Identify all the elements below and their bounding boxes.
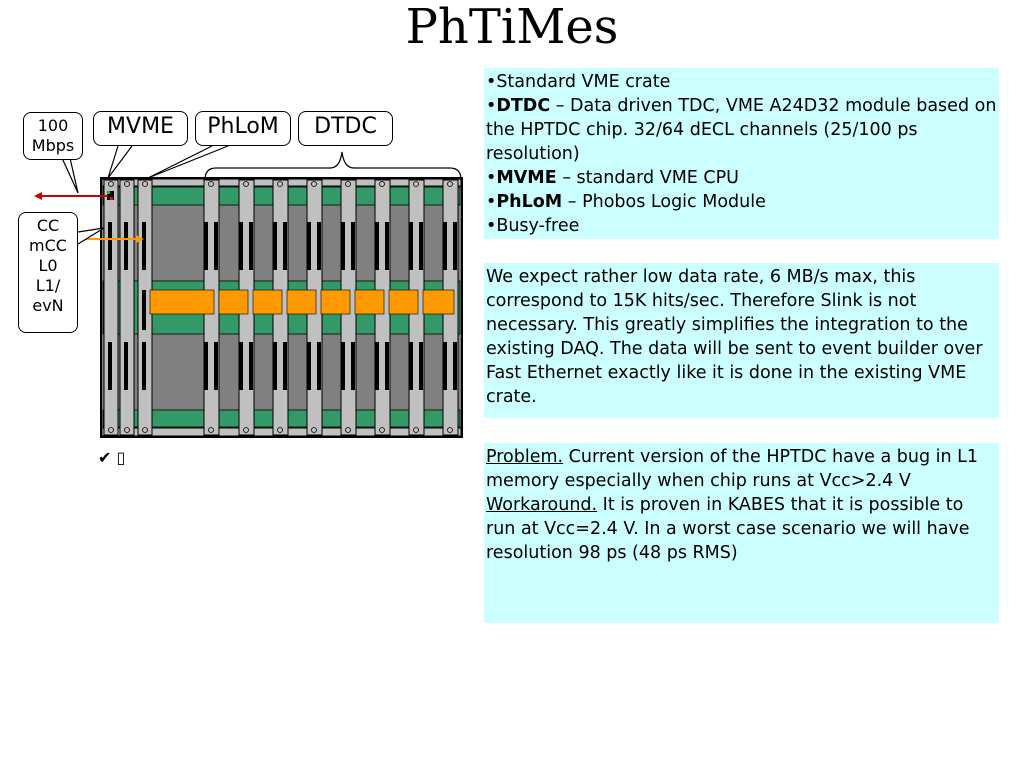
dtdc-description: – Data driven TDC, VME A24D32 module bas…: [486, 96, 997, 164]
signal-cc: CC: [36, 216, 60, 235]
bullet: •: [486, 192, 497, 212]
trigger-arrow: [78, 235, 144, 243]
mvme-label: MVME: [93, 111, 188, 146]
callout-pointers: [61, 145, 229, 245]
placeholder-box-icon: ▯: [116, 448, 126, 467]
network-speed-label: 100 Mbps: [23, 112, 83, 160]
dtdc-brace: [204, 151, 462, 181]
phlom-board: [137, 179, 153, 436]
data-rate-box: We expect rather low data rate, 6 MB/s m…: [484, 263, 999, 418]
bullet: •: [486, 96, 497, 116]
dtdc-term: DTDC: [496, 96, 551, 116]
checkmark-icon: ✔: [98, 448, 112, 467]
data-rate-text: We expect rather low data rate, 6 MB/s m…: [486, 267, 983, 407]
feature-vme-crate: •Standard VME crate: [486, 72, 671, 92]
network-speed-value: 100: [37, 116, 69, 135]
feature-dtdc: •DTDC – Data driven TDC, VME A24D32 modu…: [486, 94, 997, 166]
mvme-label-text: MVME: [107, 114, 174, 139]
ethernet-arrow: [34, 192, 108, 200]
orange-bus: [149, 289, 455, 315]
trigger-signals-label: CC mCC L0 L1/ evN: [18, 212, 78, 333]
problem-box: Problem. Current version of the HPTDC ha…: [484, 443, 999, 623]
vme-crate-diagram: [34, 145, 463, 438]
feature-busy-free: •Busy-free: [486, 216, 580, 236]
phlom-label-text: PhLoM: [207, 114, 279, 139]
features-box: •Standard VME crate •DTDC – Data driven …: [484, 68, 999, 239]
slide-title: PhTiMes: [405, 0, 619, 55]
footer-icons: ✔ ▯: [98, 448, 125, 467]
workaround-label: Workaround.: [486, 495, 598, 515]
problem-text: Current version of the HPTDC have a bug …: [486, 447, 979, 491]
feature-phlom: •PhLoM – Phobos Logic Module: [486, 190, 997, 214]
mvme-description: – standard VME CPU: [556, 168, 739, 188]
network-speed-unit: Mbps: [31, 136, 75, 155]
problem-paragraph: Problem. Current version of the HPTDC ha…: [486, 445, 997, 493]
signal-l0: L0: [38, 256, 58, 275]
phlom-label: PhLoM: [195, 111, 291, 146]
mvme-board: [103, 179, 119, 436]
problem-label: Problem.: [486, 447, 564, 467]
bullet: •: [486, 168, 497, 188]
mvme-term: MVME: [496, 168, 557, 188]
signal-evn: evN: [32, 296, 64, 315]
phlom-term: PhLoM: [496, 192, 563, 212]
signal-mcc: mCC: [29, 236, 67, 255]
signal-l1: L1/: [35, 276, 61, 295]
workaround-paragraph: Workaround. It is proven in KABES that i…: [486, 493, 997, 565]
phlom-description: – Phobos Logic Module: [562, 192, 766, 212]
dtdc-label: DTDC: [298, 111, 393, 146]
workaround-text: It is proven in KABES that it is possibl…: [486, 495, 970, 563]
dtdc-label-text: DTDC: [314, 114, 377, 139]
mvme-board-extension: [119, 179, 135, 436]
feature-mvme: •MVME – standard VME CPU: [486, 166, 997, 190]
